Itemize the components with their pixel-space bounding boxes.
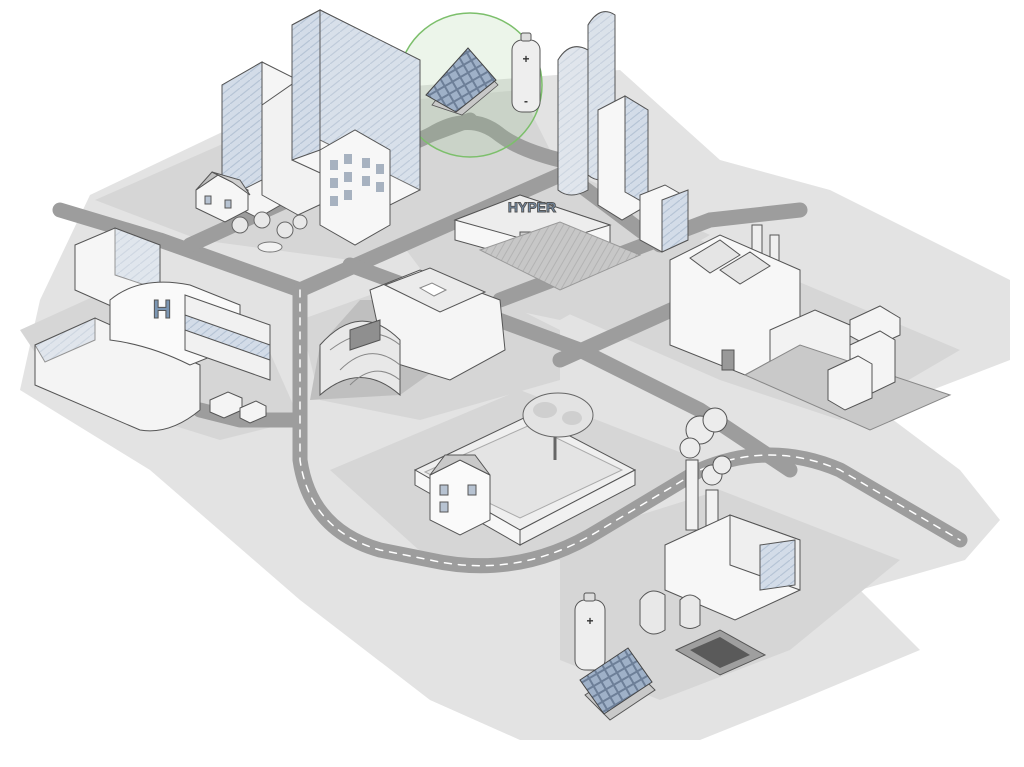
energy-storage-highlight[interactable]: + - <box>397 12 543 158</box>
energy-storage-bottom[interactable]: + <box>574 592 656 721</box>
office-towers <box>221 9 421 246</box>
road-network <box>52 112 968 574</box>
battery-minus-label: - <box>524 94 528 108</box>
park-block <box>413 392 637 546</box>
ambulance-vehicles <box>209 391 267 424</box>
battery-icon: + <box>574 592 606 671</box>
tree-icon <box>231 211 308 253</box>
skyscrapers-right <box>557 11 689 253</box>
battery-icon: + - <box>511 32 541 113</box>
small-house <box>195 171 251 223</box>
townhouse <box>429 454 491 536</box>
solar-panel-icon <box>579 647 656 721</box>
smoke-cloud <box>679 407 732 486</box>
solar-panel-icon <box>425 47 499 116</box>
hospital-icon: H <box>153 294 172 324</box>
battery-plus-label: + <box>522 52 529 66</box>
power-plant-icon <box>639 407 801 676</box>
tree-icon <box>522 392 594 460</box>
stadium <box>310 267 506 400</box>
hypermarket: HYPER <box>453 194 642 291</box>
battery-plus-label-bottom: + <box>586 614 593 628</box>
truck-icon <box>827 305 901 411</box>
hospital: H <box>34 227 271 432</box>
hypermarket-sign: HYPER <box>508 199 556 215</box>
